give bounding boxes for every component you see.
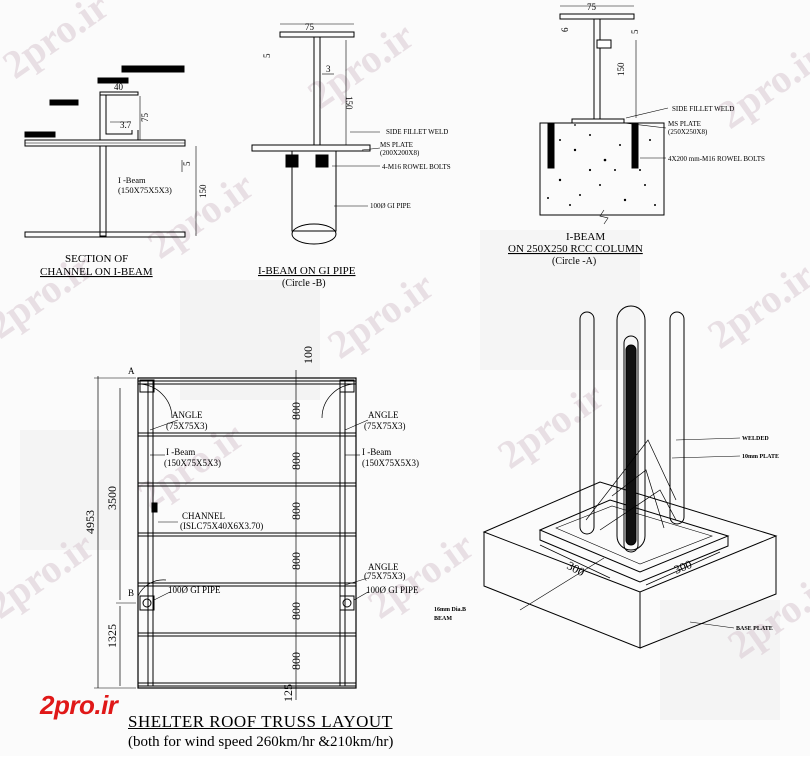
dim-label: 4953: [83, 510, 97, 534]
detail-title: (Circle -A): [552, 256, 596, 267]
dim-label: 40: [114, 82, 124, 92]
annotation: CHANNEL: [182, 511, 225, 521]
dim-label: 3.7: [120, 120, 132, 130]
drawing-subtitle: (both for wind speed 260km/hr &210km/hr): [128, 734, 394, 750]
detail-ibeam-on-rcc-column: [539, 5, 669, 225]
thick-line-marker: [97, 77, 129, 84]
annotation: SIDE FILLET WELD: [672, 105, 734, 113]
annotation: I -Beam: [362, 447, 391, 457]
rebar: [669, 311, 685, 525]
rowel-bolt: [285, 154, 299, 168]
channel-marker: [151, 502, 158, 513]
annotation: (ISLC75X40X6X3.70): [180, 521, 263, 531]
detail-title: CHANNEL ON I-BEAM: [40, 266, 153, 278]
dim-label: 3500: [105, 486, 119, 510]
annotation: WELDED: [742, 436, 769, 442]
grid-label: A: [128, 366, 135, 376]
detail-title: (Circle -B): [282, 278, 326, 289]
gi-pipe: [291, 150, 337, 232]
beam-label: (150X75X5X3): [118, 185, 172, 195]
detail-channel-on-ibeam: [24, 65, 197, 238]
annotation: ANGLE: [368, 410, 399, 420]
detail-title: ON 250X250 RCC COLUMN: [508, 243, 643, 255]
dim-label: 150: [198, 184, 208, 198]
spacing-label: 800: [289, 402, 303, 420]
annotation: MS PLATE: [380, 141, 413, 149]
annotation: 10mm PLATE: [742, 454, 779, 460]
thick-line-marker: [121, 65, 185, 73]
dim-label: 5: [630, 29, 640, 34]
spacing-label: 800: [289, 602, 303, 620]
truss-layout-plan: [94, 370, 369, 700]
annotation: (75X75X3): [364, 421, 406, 431]
thick-line-marker: [49, 99, 79, 106]
gi-pipe-plate: [139, 595, 155, 611]
annotation: I -Beam: [166, 447, 195, 457]
column-plate: [339, 379, 355, 393]
annotation: (150X75X5X3): [164, 458, 221, 468]
dim-label: 125: [281, 684, 295, 702]
annotation: BASE PLATE: [736, 626, 773, 632]
detail-ibeam-on-gi-pipe: [251, 23, 381, 245]
annotation: ANGLE: [172, 410, 203, 420]
detail-title: SECTION OF: [65, 253, 128, 265]
site-logo: 2pro.ir: [40, 690, 118, 720]
annotation: (75X75X3): [166, 421, 208, 431]
dim-label: 75: [305, 22, 315, 32]
annotation: (150X75X5X3): [362, 458, 419, 468]
rebar: [579, 311, 595, 535]
dim-label: 3: [326, 64, 331, 74]
detail-title: I-BEAM ON GI PIPE: [258, 265, 356, 277]
grid-label: B: [128, 588, 134, 598]
concrete-hatch: [547, 124, 656, 206]
annotation: BEAM: [434, 616, 452, 622]
spacing-label: 800: [289, 502, 303, 520]
rcc-column: [539, 122, 665, 216]
spacing-label: 800: [289, 652, 303, 670]
rowel-bolt: [547, 123, 555, 169]
detail-title: I-BEAM: [566, 231, 605, 243]
rowel-bolt: [631, 123, 639, 169]
gi-pipe-plate: [339, 595, 355, 611]
dim-label: 150: [344, 96, 354, 110]
thick-line-marker: [24, 131, 56, 138]
dim-label: 75: [587, 2, 597, 12]
annotation: 100Ø GI PIPE: [370, 202, 411, 210]
pipe-column: [616, 305, 646, 551]
annotation: (250X250X8): [668, 128, 708, 136]
dim-label: 100: [301, 346, 315, 364]
dim-label: 75: [140, 113, 150, 123]
dim-label: 6: [560, 27, 570, 32]
annotation: 16mm Dia.B: [434, 607, 466, 613]
annotation: MS PLATE: [668, 120, 701, 128]
beam-label: I -Beam: [118, 175, 146, 185]
rebar: [623, 335, 639, 553]
spacing-label: 800: [289, 552, 303, 570]
drawing-title: SHELTER ROOF TRUSS LAYOUT: [128, 712, 393, 731]
annotation: ANGLE: [368, 562, 399, 572]
dim-label: 5: [182, 161, 192, 166]
dim-label: 5: [262, 53, 272, 58]
spacing-label: 800: [289, 452, 303, 470]
dim-label: 1325: [105, 624, 119, 648]
annotation: SIDE FILLET WELD: [386, 128, 448, 136]
ibeam-bottom-flange: [24, 231, 186, 238]
isometric-footing: [482, 305, 778, 649]
annotation: 100Ø GI PIPE: [168, 585, 221, 595]
annotation: 4X200 mm-M16 ROWEL BOLTS: [668, 155, 765, 163]
ibeam-web: [99, 145, 107, 237]
dim-label: 150: [616, 62, 626, 76]
rowel-bolt: [315, 154, 329, 168]
annotation: (200X200X8): [380, 149, 420, 157]
annotation: 100Ø GI PIPE: [366, 585, 419, 595]
annotation: 4-M16 ROWEL BOLTS: [382, 163, 451, 171]
column-plate: [139, 379, 155, 393]
dim-label: 300: [672, 557, 694, 577]
annotation: (75X75X3): [364, 571, 406, 581]
